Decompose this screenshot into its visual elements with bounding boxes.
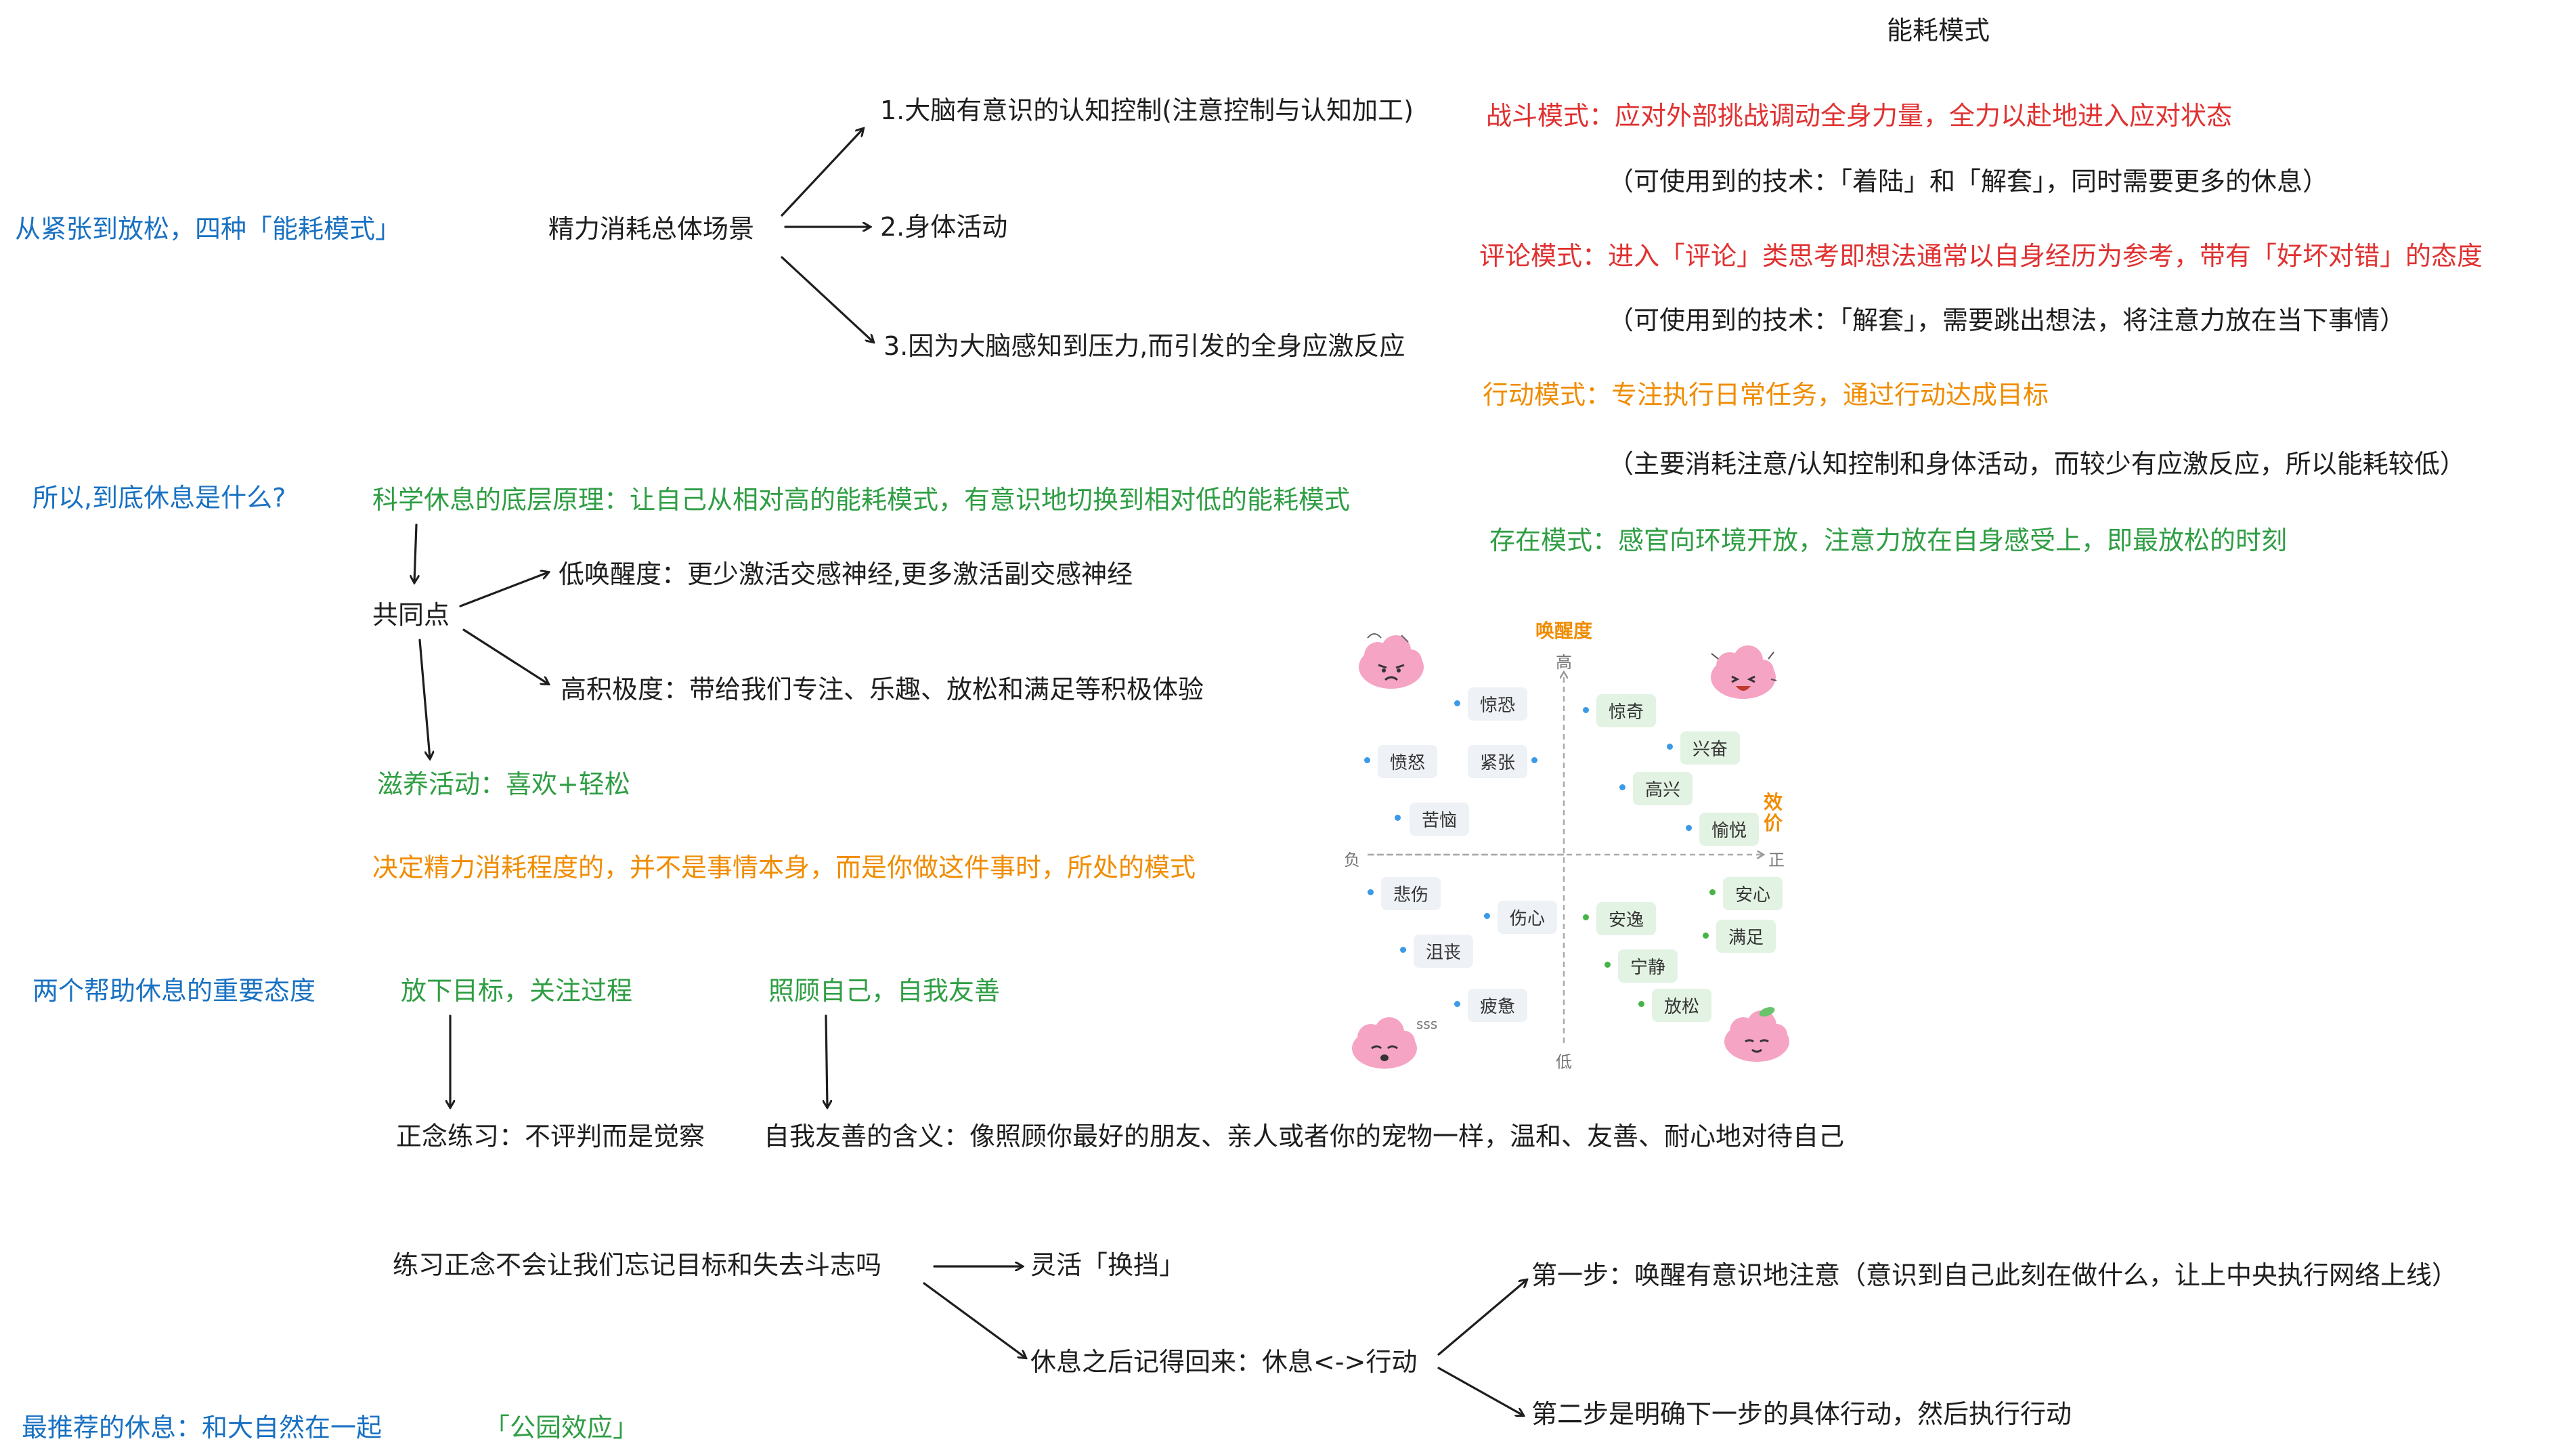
scene-item-1: 1.大脑有意识的认知控制(注意控制与认知加工) [880,95,1414,125]
arrow-principle-common [414,523,416,582]
emotion-dot [1667,744,1673,750]
arrow-after [923,1282,1026,1358]
emotion-axes [1368,672,1764,1043]
angry-cloud-icon [1359,633,1424,689]
emotion-tag: 惊恐 [1468,687,1528,721]
attitude-let-go: 放下目标，关注过程 [401,976,633,1006]
rest-high-positivity: 高积极度：带给我们专注、乐趣、放松和满足等积极体验 [561,675,1204,704]
scene-item-3: 3.因为大脑感知到压力,而引发的全身应激反应 [883,331,1405,361]
practice-step-1: 第一步：唤醒有意识地注意（意识到自己此刻在做什么，让上中央执行网络上线） [1531,1260,2458,1290]
emotion-dot [1703,933,1709,939]
emotion-dot [1364,757,1370,763]
mode-fight: 战斗模式：应对外部挑战调动全身力量，全力以赴地进入应对状态 [1486,101,2233,131]
emotion-tag: 紧张 [1468,745,1528,778]
emotion-dot [1686,825,1692,831]
emotion-tag: 苦恼 [1410,803,1470,836]
sound-label: sss [1416,1016,1438,1032]
emotion-dot [1638,1001,1644,1007]
arrow-scene-1 [781,129,863,217]
rest-low-arousal: 低唤醒度：更少激活交感神经,更多激活副交感神经 [559,559,1133,589]
rest-nourish: 滋养活动：喜欢+轻松 [377,769,630,799]
emotion-dot [1619,784,1625,790]
relaxed-cloud-icon [1724,1007,1789,1062]
emotion-dot [1709,889,1716,895]
rest-principle: 科学休息的底层原理：让自己从相对高的能耗模式，有意识地切换到相对低的能耗模式 [372,485,1351,515]
mode-comment-note: （可使用到的技术：「解套」，需要跳出想法，将注意力放在当下事情） [1608,305,2406,335]
scene-center: 精力消耗总体场景 [548,214,755,244]
emotion-tag: 高兴 [1633,772,1693,805]
note-attitudes: 两个帮助休息的重要态度 [32,976,316,1006]
emotion-tag: 宁静 [1618,949,1678,983]
rest-common: 共同点 [372,600,450,630]
emotion-tag: 愉悦 [1699,813,1760,846]
practice-question: 练习正念不会让我们忘记目标和失去斗志吗 [393,1250,882,1280]
arrow-scene-3 [781,256,873,342]
emotion-tag: 兴奋 [1680,731,1741,765]
note-park-effect: 「公园效应」 [484,1413,639,1442]
mode-action-note: （主要消耗注意/认知控制和身体活动，而较少有应激反应，所以能耗较低） [1608,449,2466,479]
page-title: 能耗模式 [1887,16,1990,45]
arrow-common-low [459,572,548,607]
emotion-dot [1583,707,1589,713]
arrow-attitude-2 [826,1014,827,1107]
self-kindness-meaning: 自我友善的含义：像照顾你最好的朋友、亲人或者你的宠物一样，温和、友善、耐心地对待… [764,1121,1845,1151]
practice-after-rest: 休息之后记得回来：休息<->行动 [1030,1347,1418,1377]
scene-item-2: 2.身体活动 [880,212,1008,242]
emotion-tag: 愤怒 [1378,745,1438,778]
arrow-step2 [1437,1367,1523,1415]
note-energy-modes: 从紧张到放松，四种「能耗模式」 [15,214,401,244]
emotion-dot [1484,913,1490,919]
emotion-dot [1454,1001,1460,1007]
emotion-dot [1400,947,1406,953]
emotion-tag: 伤心 [1498,901,1558,934]
excited-cloud-icon [1711,645,1777,699]
emotion-tag: 悲伤 [1381,877,1441,910]
axis-negative-label: 负 [1344,851,1360,870]
arrow-step1 [1437,1280,1527,1356]
arrow-common-nourish [418,639,430,758]
attitude-self-care: 照顾自己，自我友善 [768,976,1001,1006]
emotion-tag: 沮丧 [1414,935,1474,968]
mode-action: 行动模式：专注执行日常任务，通过行动达成目标 [1483,380,2049,410]
arrow-common-high [462,628,548,684]
emotion-dot [1531,757,1537,763]
axis-arousal-title: 唤醒度 [1535,620,1593,642]
emotion-tag: 安逸 [1596,902,1657,935]
mode-fight-note: （可使用到的技术：「着陆」和「解套」，同时需要更多的休息） [1608,167,2329,196]
axis-low-label: 低 [1556,1052,1572,1071]
emotion-dot [1583,914,1589,920]
practice-flex: 灵活「换挡」 [1030,1250,1185,1280]
emotion-tag: 疲惫 [1468,989,1528,1022]
axis-valence-title: 效价 [1764,791,1783,834]
emotion-tag: 安心 [1723,877,1783,910]
axis-positive-label: 正 [1768,851,1785,870]
emotion-dot [1454,700,1460,706]
tired-cloud-icon [1352,1017,1417,1069]
emotion-dot [1395,815,1401,821]
mode-being: 存在模式：感官向环境开放，注意力放在自身感受上，即最放松的时刻 [1489,526,2288,555]
mode-comment: 评论模式：进入「评论」类思考即想法通常以自身经历为参考，带有「好坏对错」的态度 [1479,241,2483,271]
emotion-dot [1368,889,1374,895]
axis-high-label: 高 [1556,653,1572,672]
practice-step-2: 第二步是明确下一步的具体行动，然后执行行动 [1531,1399,2072,1429]
emotion-dot [1604,962,1611,968]
note-nature: 最推荐的休息：和大自然在一起 [22,1413,383,1442]
emotion-tag: 满足 [1716,920,1776,953]
note-what-is-rest: 所以,到底休息是什么? [32,483,286,513]
mindfulness-practice: 正念练习：不评判而是觉察 [396,1121,705,1151]
rest-decide: 决定精力消耗程度的，并不是事情本身，而是你做这件事时，所处的模式 [372,853,1196,882]
emotion-tag: 放松 [1652,989,1712,1022]
emotion-tag: 惊奇 [1596,694,1657,727]
